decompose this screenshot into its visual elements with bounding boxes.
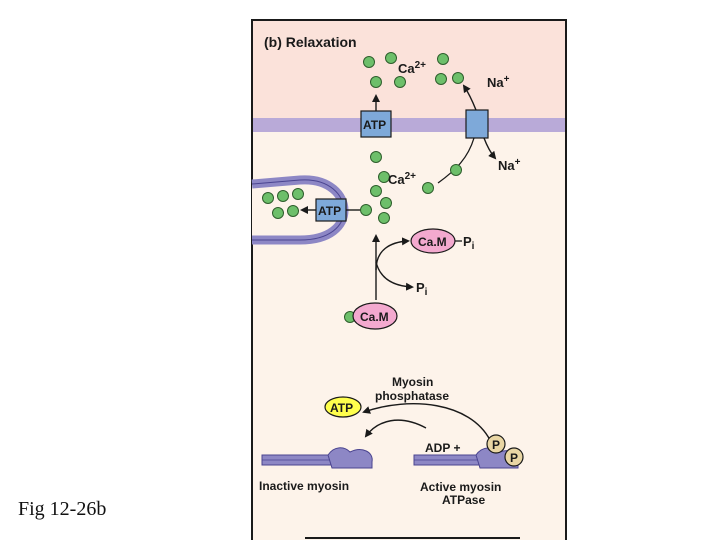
calcium-ion <box>422 182 434 194</box>
calcium-ion <box>394 76 406 88</box>
calcium-ion <box>437 53 449 65</box>
calmodulin-complex <box>352 302 398 330</box>
calcium-ion <box>385 52 397 64</box>
active-myosin-label-line1: Active myosin <box>420 480 501 494</box>
calcium-ion <box>380 197 392 209</box>
cam-top-label: Ca.M <box>418 235 447 249</box>
calcium-ion <box>378 212 390 224</box>
panel-title: (b) Relaxation <box>264 34 357 50</box>
exchanger-sodium-out-arrow <box>462 84 477 111</box>
sr-calcium-store <box>262 188 304 219</box>
calcium-ion <box>360 204 372 216</box>
myosin-phosphatase-line2: phosphatase <box>375 389 449 403</box>
exchanger-calcium-path <box>437 137 475 184</box>
active-myosin-label-line2: ATPase <box>442 493 485 507</box>
calcium-ion <box>450 164 462 176</box>
calcium-ion <box>262 192 274 204</box>
myosin-phosphatase-line1: Myosin <box>392 375 433 389</box>
calcium-ion <box>363 56 375 68</box>
cell-membrane <box>252 118 566 132</box>
calcium-ion <box>378 171 390 183</box>
extracellular-calcium <box>363 52 464 88</box>
figure-caption: Fig 12-26b <box>18 498 107 520</box>
inactive-myosin-label: Inactive myosin <box>259 479 349 493</box>
inactive-myosin <box>261 447 373 469</box>
calcium-ion <box>287 205 299 217</box>
calcium-ion <box>452 72 464 84</box>
sodium-label-top: Na+ <box>487 74 510 90</box>
atp-yellow-label: ATP <box>330 401 353 415</box>
atp-yellow <box>324 396 362 418</box>
calcium-ion <box>292 188 304 200</box>
panel-border <box>251 19 567 545</box>
phosphate-group <box>504 447 524 467</box>
phosphatase-curve <box>362 403 491 441</box>
phosphate-label-2: P <box>510 451 518 465</box>
arrow-pi-release <box>375 261 414 291</box>
cytoplasmic-calcium <box>360 171 392 224</box>
inactive-myosin-head <box>327 447 373 469</box>
pi-top-label: Pi <box>463 234 475 252</box>
calcium-ion <box>277 190 289 202</box>
membrane-calcium-pump <box>360 110 392 138</box>
calcium-label-top: Ca2+ <box>398 60 426 76</box>
calcium-ion <box>370 185 382 197</box>
calcium-ion <box>370 76 382 88</box>
arrow-to-inactive-myosin <box>364 419 427 438</box>
extracellular-region <box>252 20 566 120</box>
adp-plus-label: ADP + <box>425 441 460 455</box>
exchanger-sodium-in-arrow <box>483 137 497 160</box>
sr-pump-atp-label: ATP <box>318 204 341 218</box>
calcium-label-mid: Ca2+ <box>388 171 416 187</box>
calcium-ion <box>435 73 447 85</box>
sodium-calcium-exchanger <box>465 109 489 139</box>
sodium-label-bottom: Na+ <box>498 157 521 173</box>
membrane-pump-atp-label: ATP <box>363 118 386 132</box>
calcium-ion <box>370 151 382 163</box>
pi-mid-label: Pi <box>416 280 428 298</box>
phosphate-group <box>486 434 506 454</box>
calcium-ion <box>272 207 284 219</box>
phosphate-label-1: P <box>492 438 500 452</box>
cam-bottom-label: Ca.M <box>360 310 389 324</box>
